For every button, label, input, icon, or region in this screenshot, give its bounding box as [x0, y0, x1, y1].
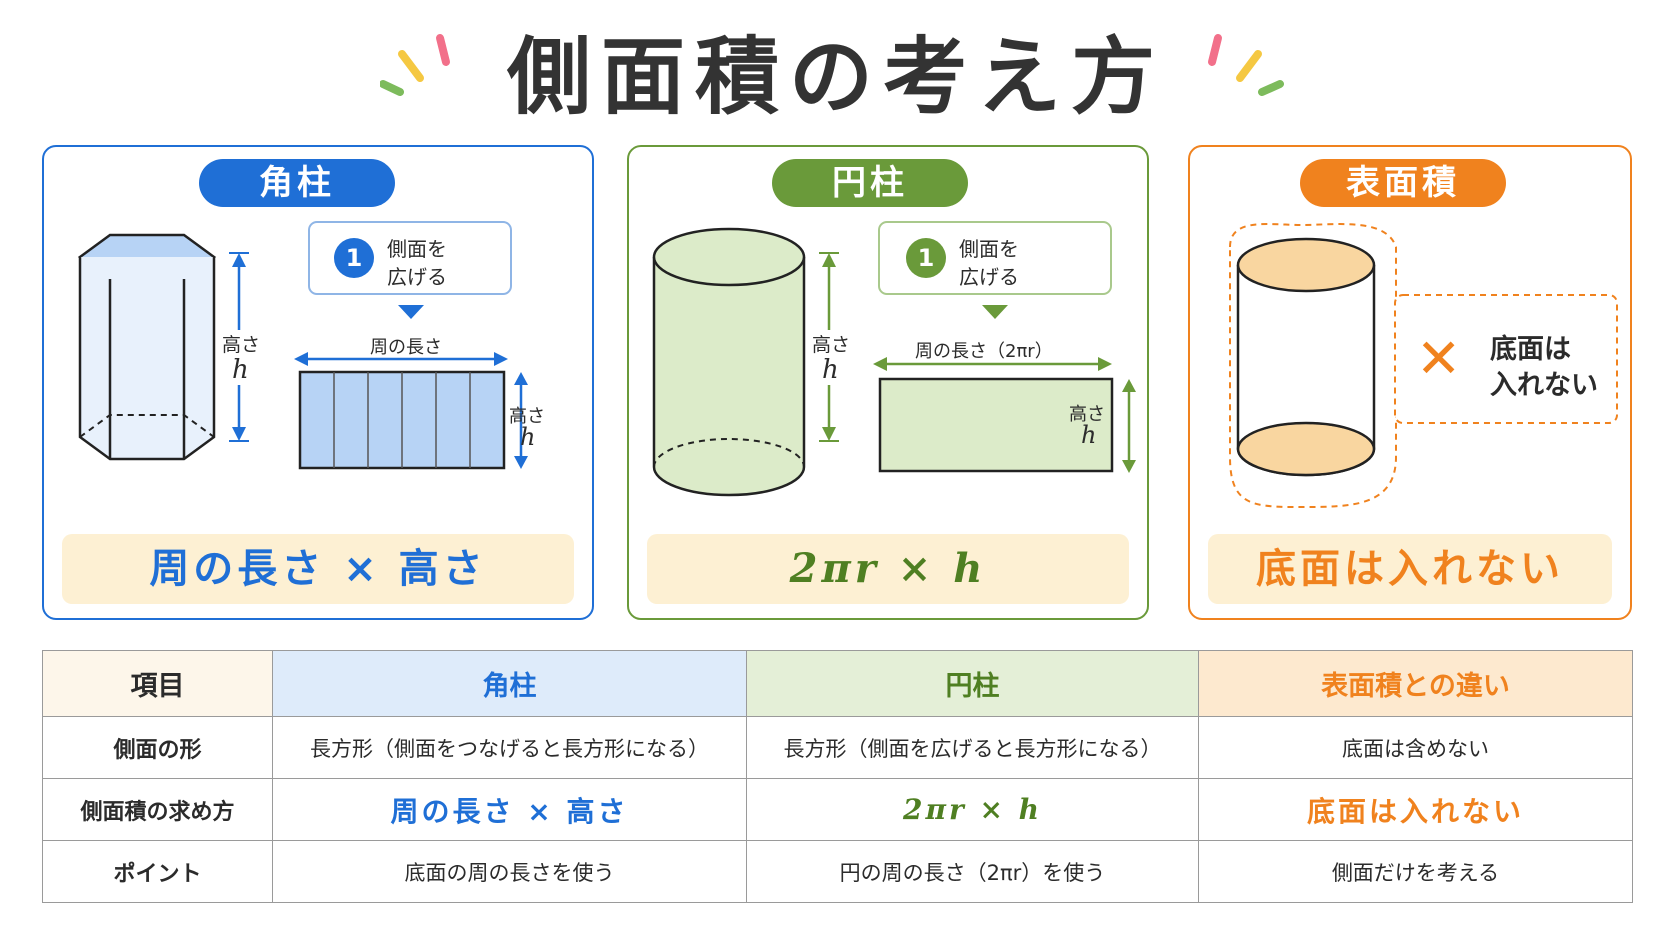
- cell-diff: 底面は入れない: [1198, 778, 1633, 841]
- panel-surface: 表面積 ✕ 底面は 入れない 底面は入れない: [1188, 145, 1632, 620]
- step-text-line1: 側面を: [959, 237, 1019, 261]
- cell-prism: 周の長さ × 高さ: [272, 778, 747, 841]
- prism-diagram: [77, 221, 528, 470]
- sparkle-right-icon: [1208, 34, 1284, 96]
- surface-diagram: [1229, 223, 1618, 509]
- table-row: ポイント 底面の周の長さを使う 円の周の長さ（2πr）を使う 側面だけを考える: [42, 840, 1633, 903]
- cell-diff: 側面だけを考える: [1198, 840, 1633, 903]
- cell-cylinder: 長方形（側面を広げると長方形になる）: [746, 716, 1199, 779]
- cell-diff: 底面は含めない: [1198, 716, 1633, 779]
- row-item: 側面積の求め方: [42, 778, 273, 841]
- step-text-line2: 広げる: [959, 265, 1019, 289]
- table-header-row: 項目 角柱 円柱 表面積との違い: [42, 650, 1633, 717]
- cylinder-diagram: [652, 221, 1136, 497]
- comparison-table: 項目 角柱 円柱 表面積との違い 側面の形 長方形（側面をつなげると長方形になる…: [42, 650, 1633, 903]
- net-height-label: 高さ: [509, 406, 545, 427]
- header-item: 項目: [42, 650, 273, 717]
- net-height-var: h: [520, 423, 536, 451]
- height-label: 高さ: [222, 330, 261, 357]
- label-pill-prism: 角柱: [199, 159, 395, 207]
- header-prism: 角柱: [272, 650, 747, 717]
- height-var: h: [230, 355, 251, 385]
- row-item: ポイント: [42, 840, 273, 903]
- step-text-line2: 広げる: [387, 265, 447, 289]
- height-label: 高さ: [812, 330, 851, 357]
- table-row: 側面の形 長方形（側面をつなげると長方形になる） 長方形（側面を広げると長方形に…: [42, 716, 1633, 779]
- perimeter-label: 周の長さ: [370, 337, 442, 358]
- step-number: 1: [345, 244, 363, 272]
- note-line1: 底面は: [1490, 334, 1571, 365]
- table-row: 側面積の求め方 周の長さ × 高さ 2πr × h 底面は入れない: [42, 778, 1633, 841]
- cell-prism: 長方形（側面をつなげると長方形になる）: [272, 716, 747, 779]
- cell-cylinder: 2πr × h: [746, 778, 1199, 841]
- net-height-label: 高さ: [1069, 404, 1105, 425]
- label-pill-cylinder: 円柱: [772, 159, 968, 207]
- step-number: 1: [917, 244, 935, 272]
- panel-cylinder: 円柱 1 側面を 広げる 高さ h 周の長さ（2πr） 高さ h 2πr × h: [627, 145, 1149, 620]
- label-pill-surface: 表面積: [1300, 159, 1506, 207]
- cross-icon: ✕: [1416, 327, 1462, 390]
- header-diff: 表面積との違い: [1198, 650, 1633, 717]
- perimeter-label: 周の長さ（2πr）: [915, 341, 1053, 362]
- header-cylinder: 円柱: [746, 650, 1199, 717]
- formula-cylinder: 2πr × h: [647, 534, 1129, 604]
- note-line2: 入れない: [1490, 370, 1598, 401]
- row-item: 側面の形: [42, 716, 273, 779]
- height-var: h: [820, 355, 841, 385]
- cell-prism: 底面の周の長さを使う: [272, 840, 747, 903]
- net-height-var: h: [1081, 421, 1097, 449]
- step-text-line1: 側面を: [387, 237, 447, 261]
- formula-prism: 周の長さ × 高さ: [62, 534, 574, 604]
- page-title: 側面積の考え方: [506, 28, 1165, 126]
- sparkle-left-icon: [380, 34, 450, 96]
- formula-surface: 底面は入れない: [1208, 534, 1612, 604]
- panel-prism: 角柱 1 側面を 広げる 高さ h 周の長さ 高さ h 周の長さ × 高さ: [42, 145, 594, 620]
- cell-cylinder: 円の周の長さ（2πr）を使う: [746, 840, 1199, 903]
